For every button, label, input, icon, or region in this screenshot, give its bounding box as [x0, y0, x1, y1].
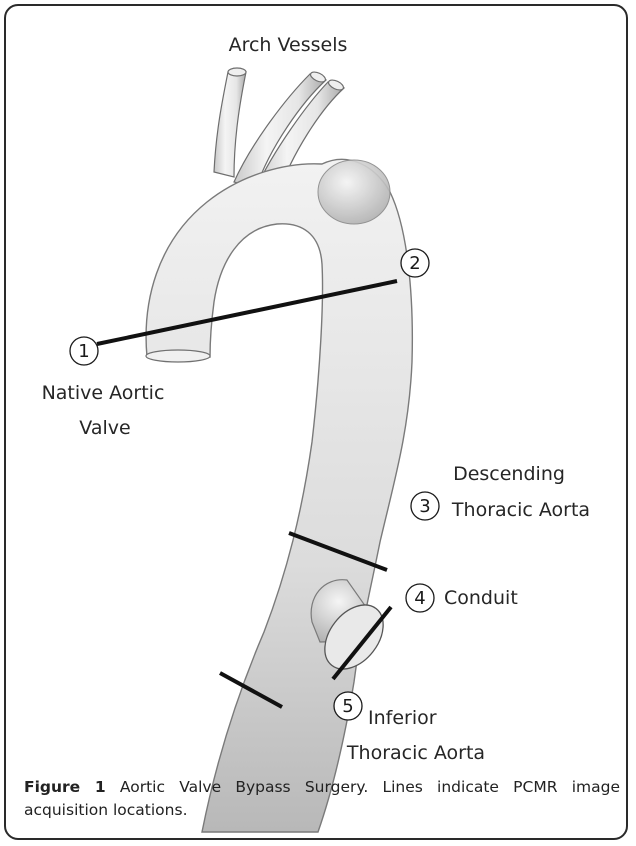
arch-vessels-label: Arch Vessels [229, 34, 348, 56]
native-valve-label-line1: Native Aortic [42, 382, 165, 404]
marker-2-number: 2 [409, 253, 420, 274]
marker-4-number: 4 [414, 588, 425, 609]
marker-3: 3 [411, 492, 439, 520]
descending-label-line1: Descending [453, 463, 565, 485]
aorta-diagram: 1 2 3 4 5 Arch Vessels Native Aortic Val… [6, 6, 628, 840]
inferior-label-line2: Thoracic Aorta [346, 742, 485, 764]
aorta-body-shape [146, 159, 412, 832]
marker-3-number: 3 [419, 496, 430, 517]
figure-frame: 1 2 3 4 5 Arch Vessels Native Aortic Val… [4, 4, 628, 840]
marker-1: 1 [70, 337, 98, 365]
inferior-label-line1: Inferior [368, 707, 437, 729]
native-valve-label-line2: Valve [79, 417, 130, 439]
conduit-label: Conduit [444, 587, 518, 609]
descending-label-line2: Thoracic Aorta [451, 499, 590, 521]
caption-text: Aortic Valve Bypass Surgery. Lines indic… [24, 778, 620, 819]
caption-label: Figure 1 [24, 778, 106, 796]
marker-5: 5 [334, 692, 362, 720]
marker-4: 4 [406, 584, 434, 612]
figure-caption: Figure 1 Aortic Valve Bypass Surgery. Li… [24, 776, 620, 822]
marker-2: 2 [401, 249, 429, 277]
marker-5-number: 5 [342, 696, 353, 717]
marker-1-number: 1 [78, 341, 89, 362]
valve-opening-shape [146, 350, 210, 362]
